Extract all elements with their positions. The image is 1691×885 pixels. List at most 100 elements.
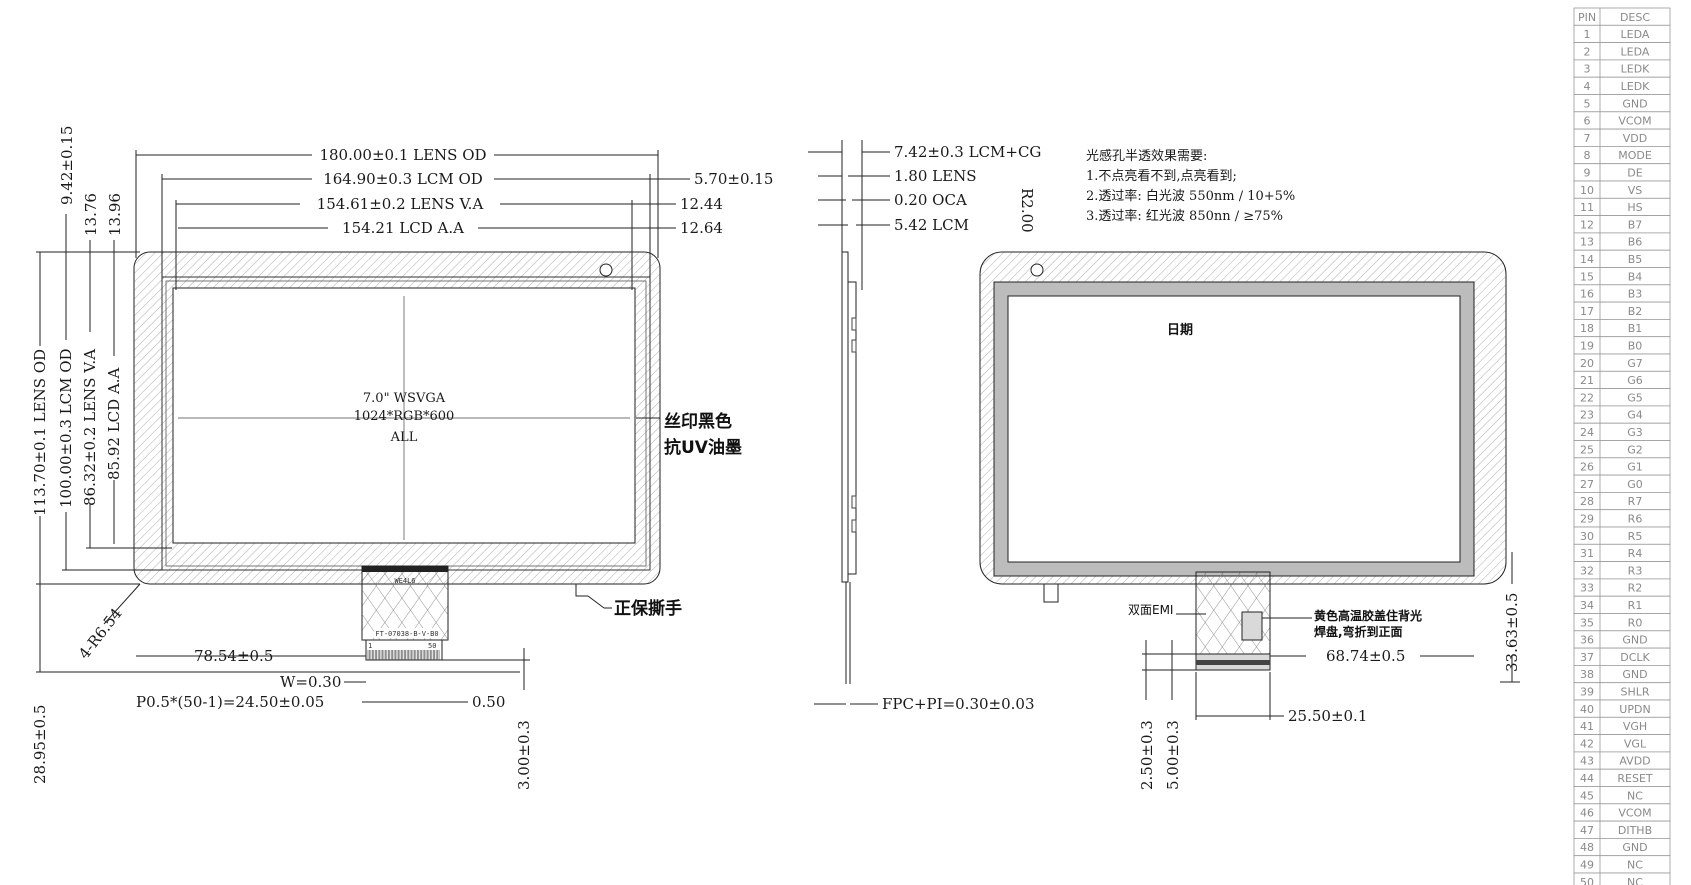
dim-lcm-od-width: 164.90±0.3 LCM OD [323, 170, 483, 188]
pin-number: 27 [1580, 478, 1594, 491]
dim-oca-thickness: 0.20 OCA [894, 191, 967, 209]
pin-number: 29 [1580, 513, 1594, 526]
dim-back-offset-1: 2.50±0.3 [1138, 720, 1156, 790]
dim-pin-pitch: P0.5*(50-1)=24.50±0.05 [136, 693, 324, 711]
pin-description: VDD [1623, 132, 1647, 145]
pin-number: 18 [1580, 322, 1594, 335]
pin-number: 5 [1584, 97, 1591, 110]
pin-description: MODE [1618, 149, 1652, 162]
connector-pins [367, 650, 440, 660]
dim-top-offset-3: 13.96 [106, 193, 124, 236]
pin-number: 16 [1580, 288, 1594, 301]
dim-top-offset-2: 13.76 [82, 193, 100, 236]
pin-description: B2 [1628, 305, 1643, 318]
pin-number: 6 [1584, 115, 1591, 128]
dim-fpc-thickness: FPC+PI=0.30±0.03 [882, 695, 1035, 713]
pin-number: 1 [1584, 28, 1591, 41]
pin-description: VGH [1623, 720, 1647, 733]
pin-description: R6 [1628, 513, 1643, 526]
pin-description: G1 [1627, 461, 1643, 474]
glue-note-1: 黄色高温胶盖住背光 [1314, 608, 1422, 623]
pin-description: B0 [1628, 340, 1643, 353]
pin-description: DITHB [1618, 824, 1652, 837]
dim-lcd-aa-width: 154.21 LCD A.A [342, 219, 464, 237]
glue-note-2: 焊盘,弯折到正面 [1314, 624, 1403, 639]
pin-number: 20 [1580, 357, 1594, 370]
dim-pin-width: W=0.30 [280, 673, 341, 691]
pin-description: LEDA [1621, 28, 1650, 41]
emi-note: 双面EMI [1128, 603, 1173, 617]
silk-ink-note-1: 丝印黑色 [664, 411, 732, 432]
pin-description: G0 [1627, 478, 1643, 491]
pin-number: 43 [1580, 755, 1594, 768]
pin-number: 35 [1580, 616, 1594, 629]
date-label: 日期 [1167, 323, 1193, 338]
light-note-title: 光感孔半透效果需要: [1086, 148, 1207, 164]
pin-number: 41 [1580, 720, 1594, 733]
back-view: R2.00 日期 光感孔半透效果需要: 1.不点亮看不到,点亮看到; 2.透过率… [979, 148, 1521, 790]
pin-number: 48 [1580, 841, 1594, 854]
pin-description: NC [1627, 859, 1643, 872]
pin-number: 34 [1580, 599, 1594, 612]
pin-number: 33 [1580, 582, 1594, 595]
pin-number: 40 [1580, 703, 1594, 716]
pin-description: G3 [1627, 426, 1643, 439]
protect-film-note: 正保撕手 [614, 598, 682, 619]
pin-number: 10 [1580, 184, 1594, 197]
dim-hole-radius: R2.00 [1018, 188, 1036, 233]
pin-description: VGL [1624, 737, 1647, 750]
pin-header-desc: DESC [1620, 11, 1650, 24]
pin-description: G4 [1627, 409, 1643, 422]
back-sensor-hole [1030, 263, 1044, 277]
dim-back-fpc-offset: 68.74±0.5 [1326, 647, 1405, 665]
pin-description: GND [1622, 841, 1647, 854]
pin-description: B4 [1628, 270, 1643, 283]
corner-radius-label: 4-R6.54 [75, 605, 126, 663]
pin-number: 31 [1580, 547, 1594, 560]
pin-number: 45 [1580, 789, 1594, 802]
pin-number: 17 [1580, 305, 1594, 318]
pin-description: GND [1622, 634, 1647, 647]
pin-number: 12 [1580, 218, 1594, 231]
dim-back-fpc-height: 33.63±0.5 [1503, 593, 1521, 672]
side-view: 7.42±0.3 LCM+CG 1.80 LENS 0.20 OCA 5.42 … [808, 140, 1041, 713]
pin-description: G7 [1627, 357, 1643, 370]
pin-description: B7 [1628, 218, 1643, 231]
light-note-2: 2.透过率: 白光波 550nm / 10+5% [1086, 188, 1295, 204]
pin-number: 50 [1580, 876, 1594, 885]
pin-description: DCLK [1620, 651, 1650, 664]
pin-table-row [1573, 872, 1671, 885]
pin-description: GND [1622, 97, 1647, 110]
pin-description: B5 [1628, 253, 1643, 266]
dim-lcm-thickness: 5.42 LCM [894, 216, 969, 234]
area-label: ALL [390, 430, 418, 445]
fpc-pin-last: 50 [428, 642, 436, 650]
pin-description: R5 [1628, 530, 1643, 543]
pin-description: G6 [1627, 374, 1643, 387]
pin-number: 19 [1580, 340, 1594, 353]
pin-number: 13 [1580, 236, 1594, 249]
fpc-part-label: FT-07038-B-V-B0 [375, 630, 438, 638]
panel-size-label: 7.0" WSVGA [363, 391, 446, 406]
pin-number: 26 [1580, 461, 1594, 474]
pin-description: B1 [1628, 322, 1643, 335]
pin-description: R2 [1628, 582, 1643, 595]
dim-right-offset-1: 5.70±0.15 [694, 170, 773, 188]
pin-number: 36 [1580, 634, 1594, 647]
pin-description: NC [1627, 789, 1643, 802]
pin-description: AVDD [1619, 755, 1650, 768]
silk-ink-note-2: 抗UV油墨 [664, 437, 742, 458]
pin-description: R3 [1628, 564, 1643, 577]
pin-description: GND [1622, 668, 1647, 681]
pin-description: R4 [1628, 547, 1643, 560]
pin-number: 46 [1580, 807, 1594, 820]
pin-number: 42 [1580, 737, 1594, 750]
pin-number: 9 [1584, 167, 1591, 180]
pin-description: SHLR [1620, 686, 1649, 699]
pin-description: DE [1627, 167, 1642, 180]
pin-description: UPDN [1619, 703, 1650, 716]
pin-number: 47 [1580, 824, 1594, 837]
pin-description: R1 [1628, 599, 1643, 612]
